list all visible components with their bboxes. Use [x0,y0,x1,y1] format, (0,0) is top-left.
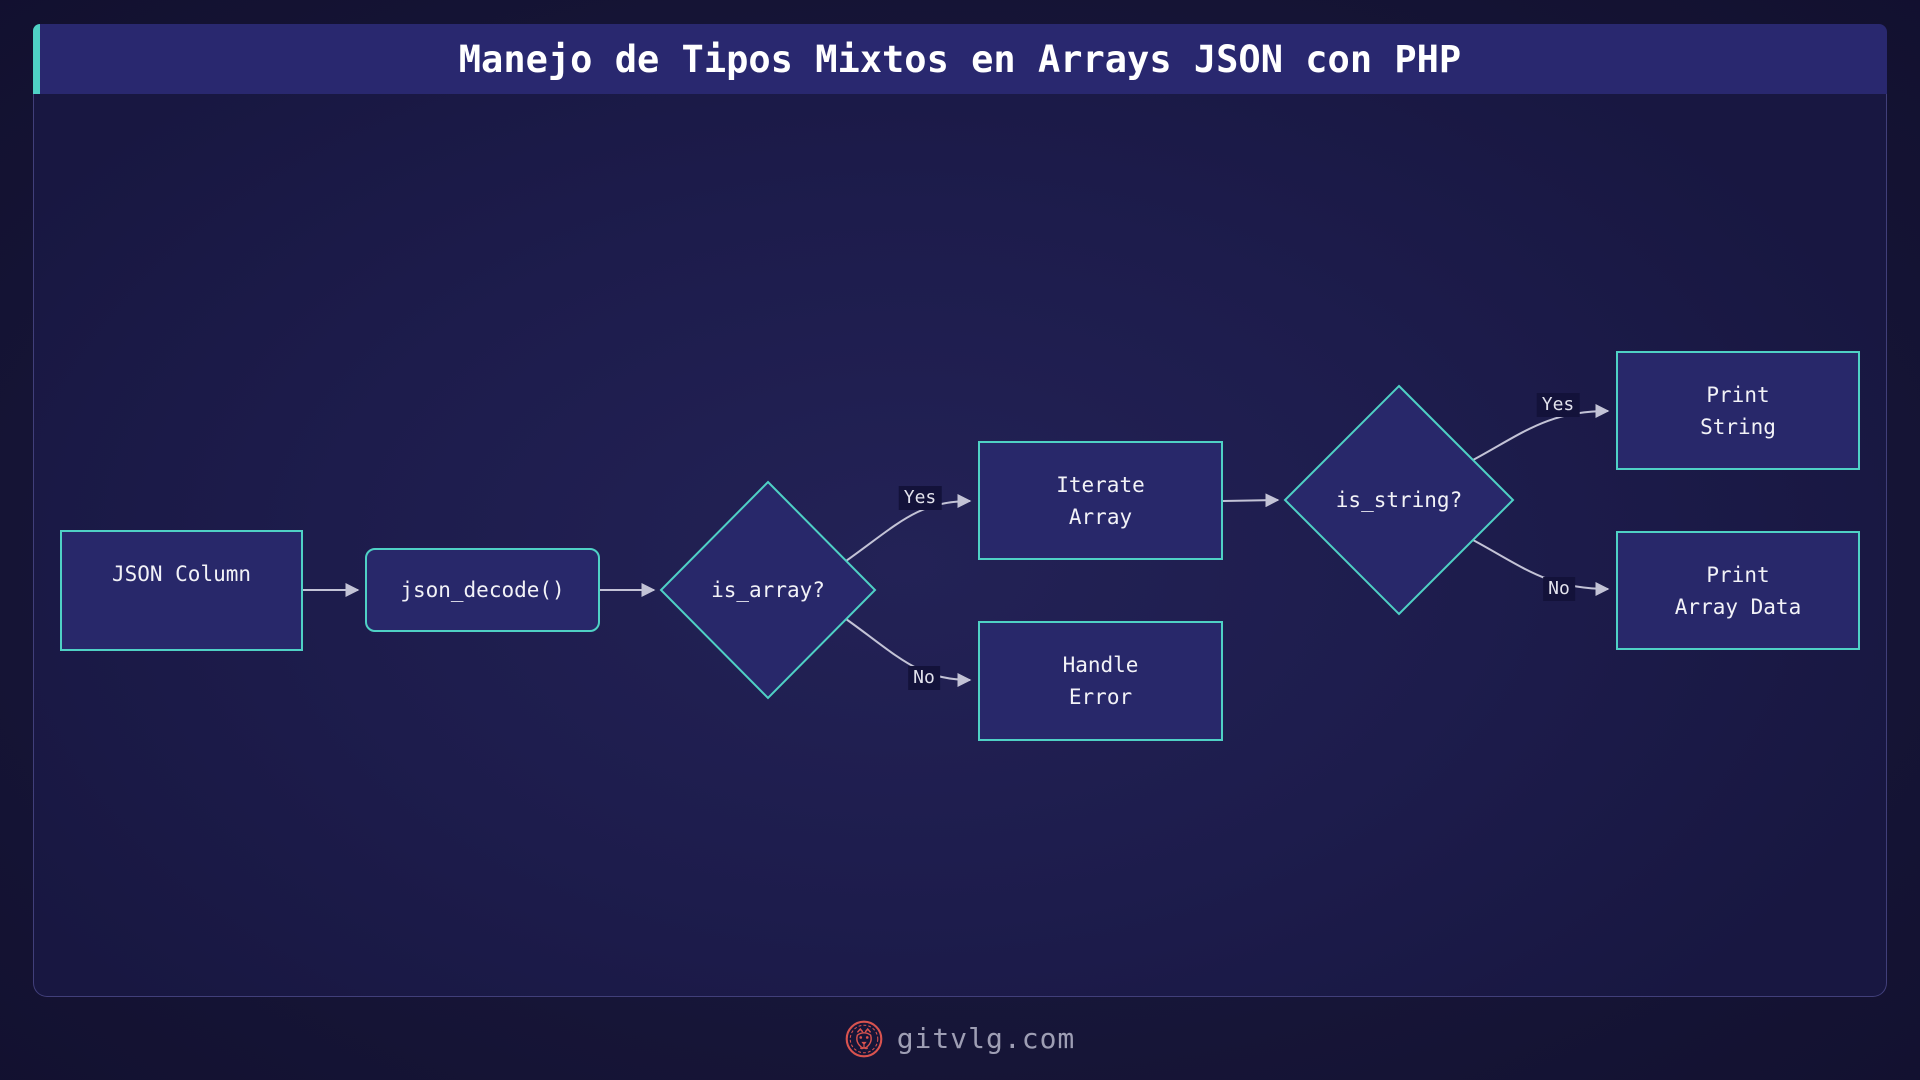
node-json-column: JSON Column [60,530,303,651]
lion-logo-icon [845,1020,883,1057]
node-print-string-line2: String [1700,414,1776,439]
node-json-decode: json_decode() [365,548,600,632]
node-is-string-label: is_string? [1335,488,1463,512]
node-iterate-array-line1: Iterate [1056,472,1145,497]
node-handle-error: Handle Error [978,621,1223,741]
node-print-array-data-line2: Array Data [1674,594,1802,619]
edge-label-is-array-yes: Yes [898,486,942,510]
node-json-decode-label: json_decode() [400,578,565,602]
site-label: gitvlg.com [896,1022,1076,1055]
footer: gitvlg.com [0,997,1920,1080]
node-print-array-data-line1: Print [1706,562,1770,587]
title-accent-bar [33,24,40,94]
node-is-array-label: is_array? [711,578,825,602]
node-print-array-data: Print Array Data [1616,531,1860,650]
node-print-string-line1: Print [1706,382,1770,407]
edge-label-is-string-yes: Yes [1536,393,1580,417]
page-title: Manejo de Tipos Mixtos en Arrays JSON co… [458,37,1462,81]
edge-label-is-array-no: No [908,666,940,690]
node-handle-error-line1: Handle [1062,653,1139,677]
node-iterate-array-line2: Array [1068,504,1133,529]
node-iterate-array: Iterate Array [978,441,1223,560]
node-handle-error-line2: Error [1068,685,1133,709]
edge-label-is-string-no: No [1543,577,1575,601]
flowchart-panel [33,94,1887,997]
node-json-column-label: JSON Column [111,561,252,586]
node-print-string: Print String [1616,351,1860,470]
title-bar: Manejo de Tipos Mixtos en Arrays JSON co… [33,24,1887,94]
